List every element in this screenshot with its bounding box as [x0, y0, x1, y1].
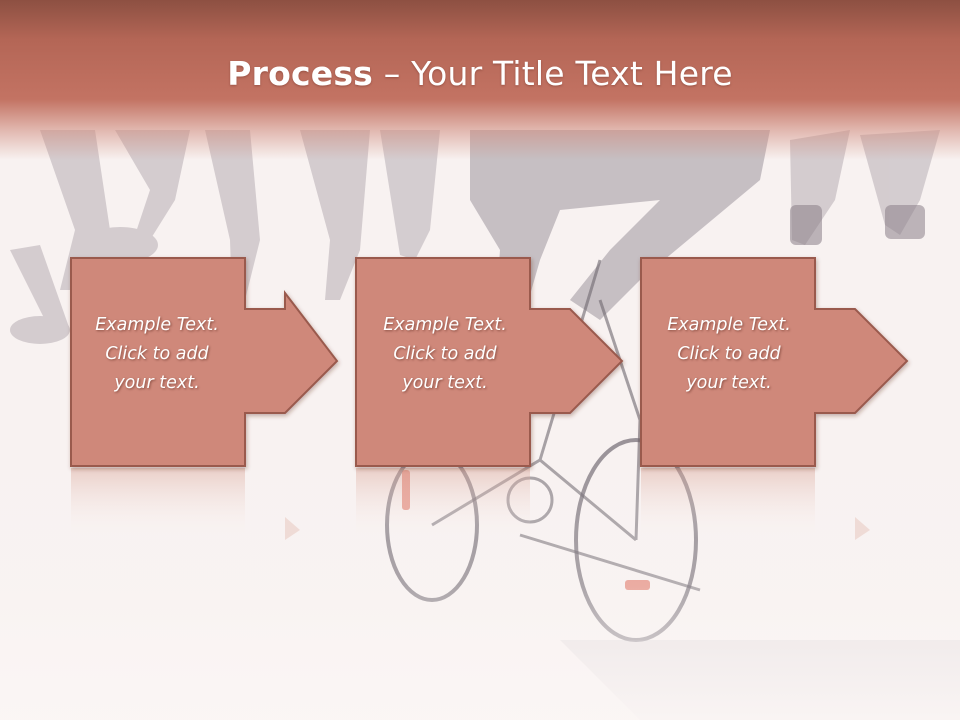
slide-title[interactable]: Process – Your Title Text Here — [0, 52, 960, 96]
step-3-text[interactable]: Example Text. Click to add your text. — [644, 311, 814, 398]
step-2-line-1: Example Text. — [383, 315, 507, 335]
title-banner — [0, 0, 960, 160]
step-2-line-2: Click to add — [393, 344, 497, 364]
step-1-arrow-box[interactable] — [70, 257, 339, 467]
title-bold: Process — [227, 54, 374, 93]
step-3-line-2: Click to add — [677, 344, 781, 364]
step-3-arrow-box[interactable] — [640, 257, 909, 467]
step-reflections — [71, 468, 870, 540]
step-3-line-3: your text. — [686, 373, 772, 393]
title-rest: – Your Title Text Here — [373, 54, 733, 93]
step-1-line-3: your text. — [114, 373, 200, 393]
step-1-line-2: Click to add — [105, 344, 209, 364]
step-1-text[interactable]: Example Text. Click to add your text. — [72, 311, 242, 398]
step-3-line-1: Example Text. — [667, 315, 791, 335]
step-1-line-1: Example Text. — [95, 315, 219, 335]
step-2-arrow-box[interactable] — [355, 257, 624, 467]
step-2-text[interactable]: Example Text. Click to add your text. — [360, 311, 530, 398]
step-2-line-3: your text. — [402, 373, 488, 393]
